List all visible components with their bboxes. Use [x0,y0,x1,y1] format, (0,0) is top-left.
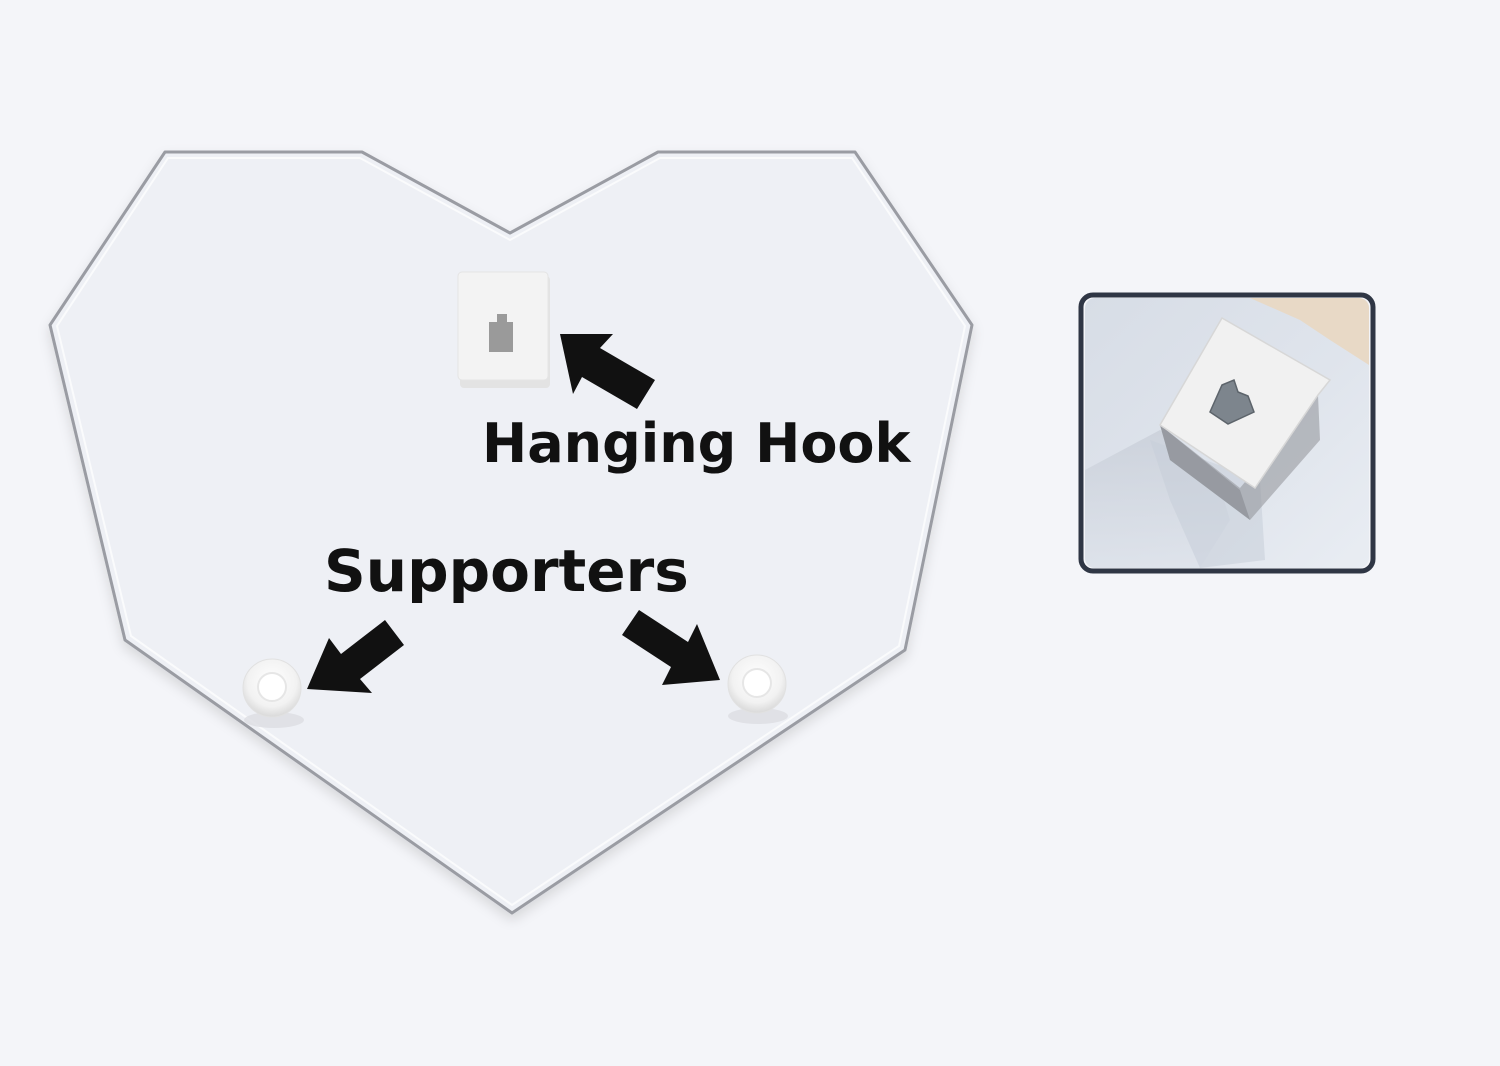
left-supporter [242,658,304,728]
left-supporter-shadow [244,712,304,728]
heart-panel [48,150,974,915]
inset-wall [1250,298,1369,365]
right-supporter-cap [742,668,772,698]
arrow-down-left-icon [307,620,404,693]
supporters-label: Supporters [324,537,689,605]
arrow-down-right-icon [622,610,720,685]
heart-panel-inner-edge [55,157,967,907]
left-supporter-cap [257,672,287,702]
inset-hook-slot-icon [1209,378,1255,425]
hook-slot-icon [489,314,513,352]
hanging-hook [457,271,550,388]
right-supporter [727,654,788,724]
heart-panel-shape [48,150,974,915]
hook-closeup-inset [1078,292,1376,574]
right-supporter-shadow [728,708,788,724]
hanging-hook-label: Hanging Hook [482,412,912,475]
inset-frame [1078,292,1376,574]
inset-hook-front-shadow [1160,395,1320,520]
arrow-up-left-icon [560,334,655,409]
